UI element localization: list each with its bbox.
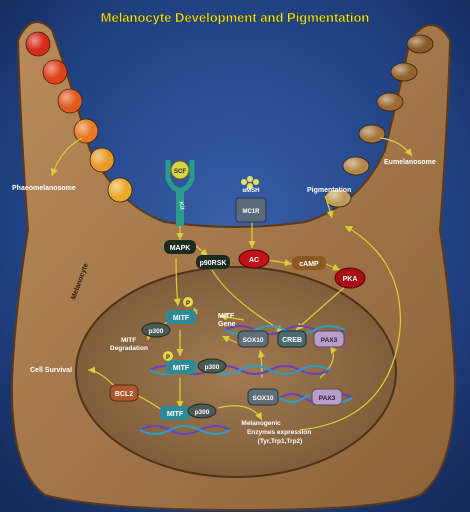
page-title: Melanocyte Development and Pigmentation — [101, 10, 370, 25]
pka-label: PKA — [343, 276, 358, 283]
arrow-to-pigmentation — [324, 195, 334, 219]
phaeomelanosome-granule-highlight-2 — [43, 60, 67, 84]
mc1r-label: MC1R — [242, 209, 260, 215]
mitf-top-label: MITF — [173, 315, 190, 322]
mitf-bottom-label: MITF — [167, 411, 184, 418]
dna-strand-lower — [139, 425, 231, 435]
p300-c-label: p300 — [195, 409, 210, 416]
mc1r-receptor: MC1R αMSH — [235, 176, 267, 223]
p90rsk-node: p90RSK — [196, 255, 230, 269]
phaeomelanosome-label: Phaeomelanosome — [12, 185, 76, 192]
cell-survival-label: Cell Survival — [30, 367, 72, 374]
arrow-to-phaeomelanosome — [50, 137, 83, 177]
arrow-to-melanogenic — [217, 405, 263, 421]
p300-a-label: p300 — [149, 328, 164, 335]
eumelanosome-granule-highlight-5 — [343, 157, 369, 175]
mapk-node: MAPK — [164, 240, 196, 254]
bcl2-node: BCL2 — [109, 384, 139, 402]
eumelanosome-label: Eumelanosome — [384, 159, 436, 166]
creb-node: CREB — [277, 330, 307, 348]
mapk-label: MAPK — [170, 245, 191, 252]
arrow-melanogenic-to-pigmentation — [299, 225, 401, 431]
camp-node: cAMP — [292, 256, 326, 270]
melanogenic-label: Melanogenic Enzymes expression (Tyr,Trp1… — [241, 420, 313, 445]
phaeomelanosome-granule-highlight-6 — [108, 178, 132, 202]
sox10-a-label: SOX10 — [243, 337, 264, 344]
mitf-mid-node: MITF P — [163, 351, 196, 374]
phaeomelanosome-granule-highlight-1 — [26, 32, 50, 56]
bcl2-label: BCL2 — [115, 391, 133, 398]
arrow-sox10-up — [257, 349, 265, 379]
arrow-to-mitf-gene — [219, 313, 245, 321]
mitf-gene-label: MITF Gene — [218, 313, 236, 328]
amsh-label: αMSH — [242, 188, 259, 194]
ac-node: AC — [238, 249, 270, 269]
sox10-a-node: SOX10 — [237, 330, 269, 348]
phaeomelanosome-granules — [25, 31, 133, 203]
kit-stem — [176, 188, 184, 226]
phaeomelanosome-granule-highlight-5 — [90, 148, 114, 172]
phospho-b-label: P — [166, 355, 170, 361]
p300-a-node: p300 — [141, 322, 171, 338]
creb-label: CREB — [282, 337, 302, 344]
p300-c-node: p300 — [187, 403, 217, 419]
pka-node: PKA — [334, 267, 366, 289]
p300-b-node: p300 — [197, 358, 227, 374]
pax3-a-label: PAX3 — [321, 337, 338, 344]
ac-label: AC — [249, 257, 259, 264]
eumelanosome-granule-highlight-1 — [407, 35, 433, 53]
mitf-bottom-node: MITF — [160, 406, 190, 420]
arrow-pax3-up — [319, 345, 338, 379]
pax3-a-node: PAX3 — [313, 330, 345, 348]
pax3-b-label: PAX3 — [319, 395, 336, 402]
sox10-b-label: SOX10 — [253, 395, 274, 402]
eumelanosome-granule-highlight-3 — [377, 93, 403, 111]
arrow-ac-to-camp — [267, 259, 293, 267]
arrow-mapk-to-p90rsk — [195, 245, 209, 257]
mitf-top-node: MITF P — [166, 297, 196, 324]
eumelanosome-granule-highlight-2 — [391, 63, 417, 81]
eumelanosome-granule-highlight-6 — [325, 189, 351, 207]
p300-b-label: p300 — [205, 364, 220, 371]
arrow-mapk-to-mitf — [173, 257, 181, 307]
pax3-b-node: PAX3 — [311, 388, 343, 406]
phospho-a-label: P — [186, 301, 190, 307]
arrow-to-eumelanosome — [379, 137, 413, 157]
arrow-camp-to-pka — [325, 263, 341, 271]
phaeomelanosome-granule-highlight-3 — [58, 89, 82, 113]
kit-label: Kit — [177, 201, 184, 210]
p90rsk-label: p90RSK — [200, 260, 227, 267]
eumelanosome-granules — [324, 34, 434, 208]
scf-kit-receptor: SCF Kit — [165, 160, 195, 226]
mitf-mid-label: MITF — [173, 365, 190, 372]
scf-label: SCF — [174, 169, 186, 175]
mitf-degradation-label: MITF Degradation — [110, 337, 148, 352]
camp-label: cAMP — [299, 261, 319, 268]
scf-ligand — [170, 160, 190, 180]
eumelanosome-granule-highlight-4 — [359, 125, 385, 143]
phaeomelanosome-granule-highlight-4 — [74, 119, 98, 143]
pigmentation-label: Pigmentation — [307, 187, 351, 194]
sox10-b-node: SOX10 — [247, 388, 279, 406]
